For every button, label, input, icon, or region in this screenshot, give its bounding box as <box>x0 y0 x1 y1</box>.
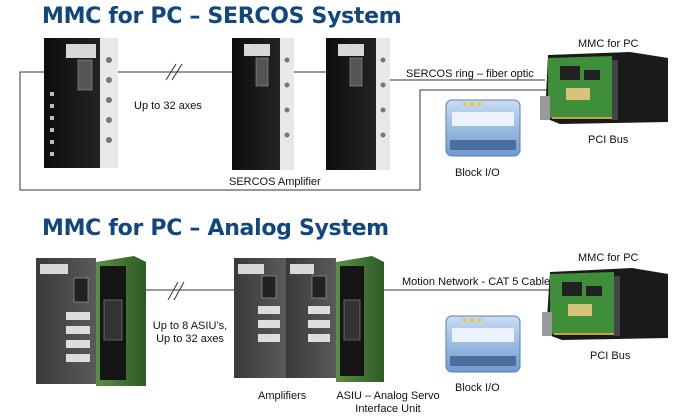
analog-break-mark <box>167 281 185 301</box>
analog-block-io <box>445 315 521 373</box>
sercos-ring-label: SERCOS ring – fiber optic <box>406 68 534 80</box>
analog-axes-label-line-1: Up to 8 ASIU’s, <box>152 320 228 332</box>
sercos-amplifier-label: SERCOS Amplifier <box>229 176 321 188</box>
analog-axes-label-line-2: Up to 32 axes <box>156 333 224 345</box>
analog-title: MMC for PC – Analog System <box>42 216 389 241</box>
sercos-bus-label: PCI Bus <box>588 134 629 146</box>
sercos-mmc-pc-card <box>540 52 668 124</box>
analog-asiu-2 <box>336 256 384 382</box>
analog-asiu-label-line-2: Interface Unit <box>355 403 421 415</box>
analog-asiu-1 <box>96 256 146 386</box>
analog-network-label: Motion Network - CAT 5 Cable <box>402 276 551 288</box>
sercos-axes-label: Up to 32 axes <box>134 100 202 112</box>
sercos-amplifier-1 <box>44 38 118 168</box>
analog-mmc-pc-card <box>542 268 668 340</box>
sercos-io-label: Block I/O <box>455 167 500 179</box>
sercos-pc-label: MMC for PC <box>578 38 639 50</box>
sercos-ring-lines <box>19 71 548 191</box>
analog-pc-label: MMC for PC <box>578 252 639 264</box>
analog-amplifiers-label: Amplifiers <box>258 390 307 402</box>
analog-amplifier-2 <box>234 258 286 378</box>
sercos-block-io <box>445 99 521 157</box>
analog-bus-label: PCI Bus <box>590 350 631 362</box>
analog-amplifier-3 <box>286 258 336 378</box>
analog-axes-label: Up to 8 ASIU’s, Up to 32 axes <box>150 320 230 346</box>
analog-io-label: Block I/O <box>455 382 500 394</box>
analog-amplifier-1 <box>36 258 96 384</box>
analog-asiu-label-line-1: ASIU – Analog Servo <box>336 390 440 402</box>
sercos-amplifier-2 <box>232 38 294 170</box>
sercos-title: MMC for PC – SERCOS System <box>42 4 402 29</box>
sercos-ring-left-loop <box>19 71 548 191</box>
analog-asiu-label: ASIU – Analog Servo Interface Unit <box>336 390 440 416</box>
sercos-amplifier-3 <box>326 38 390 170</box>
sercos-break-mark <box>165 63 183 81</box>
